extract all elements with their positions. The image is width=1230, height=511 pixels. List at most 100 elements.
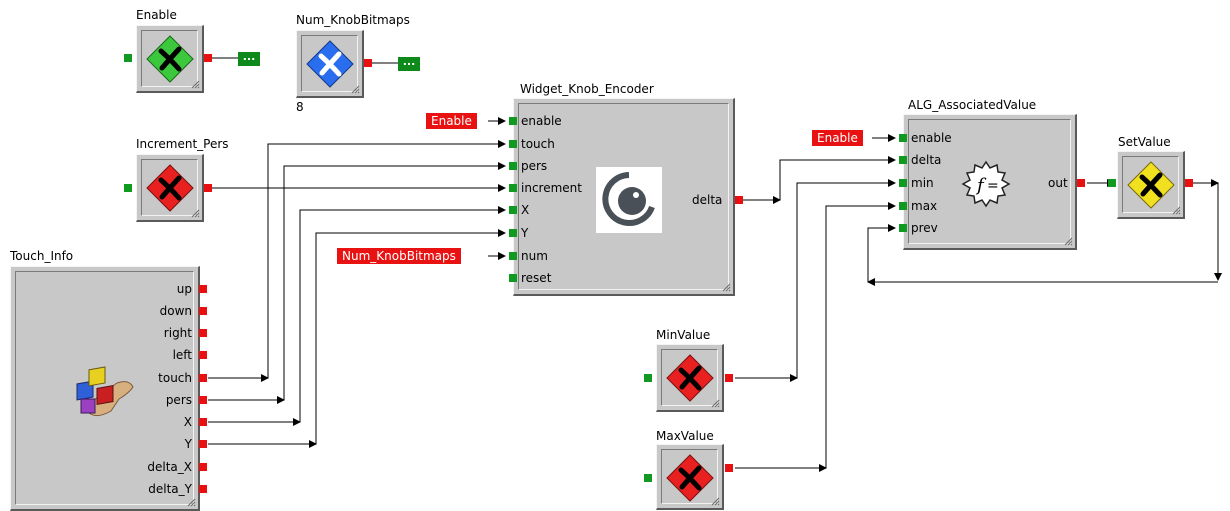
widget-enable-label[interactable]: Enable bbox=[426, 113, 477, 129]
widget-pin-y: Y bbox=[521, 226, 529, 240]
touch-info-pin-y: Y bbox=[184, 437, 192, 451]
widget-pin-delta: delta bbox=[692, 193, 723, 207]
increment-pers-block[interactable] bbox=[136, 154, 204, 222]
touch-info-pin-up: up bbox=[176, 282, 192, 296]
widget-in-y[interactable] bbox=[509, 229, 517, 237]
wire-y bbox=[208, 229, 506, 445]
touch-info-port-delta-y[interactable] bbox=[199, 485, 207, 493]
wire-feedback bbox=[1193, 182, 1222, 281]
touch-info-pin-left: left bbox=[172, 348, 192, 362]
enable-block[interactable] bbox=[136, 25, 204, 93]
widget-in-pers[interactable] bbox=[509, 162, 517, 170]
alg-in-enable[interactable] bbox=[899, 134, 907, 142]
num-knob-terminal[interactable]: ... bbox=[398, 56, 420, 71]
alg-pin-enable: enable bbox=[911, 131, 952, 145]
touch-info-pin-down: down bbox=[159, 304, 192, 318]
wire-x bbox=[208, 206, 506, 423]
widget-pin-enable: enable bbox=[521, 114, 562, 128]
widget-pin-increment: increment bbox=[521, 181, 582, 195]
alg-enable-label[interactable]: Enable bbox=[812, 130, 863, 146]
alg-in-delta[interactable] bbox=[899, 156, 907, 164]
widget-in-reset[interactable] bbox=[509, 274, 517, 282]
x-diamond-blue-icon bbox=[306, 40, 354, 88]
widget-in-enable[interactable] bbox=[509, 117, 517, 125]
touch-info-port-delta-x[interactable] bbox=[199, 463, 207, 471]
wire-min bbox=[735, 179, 896, 379]
maxvalue-title: MaxValue bbox=[656, 429, 714, 443]
num-knob-value: 8 bbox=[296, 100, 304, 114]
touch-info-port-up[interactable] bbox=[199, 285, 207, 293]
widget-title: Widget_Knob_Encoder bbox=[520, 82, 654, 96]
x-diamond-yellow-icon bbox=[1127, 161, 1175, 209]
wire-pers bbox=[208, 162, 506, 401]
alg-pin-max: max bbox=[911, 199, 938, 213]
x-diamond-red-icon bbox=[146, 164, 194, 212]
touch-info-port-x[interactable] bbox=[199, 418, 207, 426]
touch-info-port-y[interactable] bbox=[199, 440, 207, 448]
touch-info-port-left[interactable] bbox=[199, 351, 207, 359]
function-gear-icon: f = bbox=[961, 160, 1011, 208]
x-diamond-red-icon bbox=[666, 354, 714, 402]
widget-in-x[interactable] bbox=[509, 206, 517, 214]
widget-pin-x: X bbox=[521, 203, 530, 217]
widget-pin-pers: pers bbox=[521, 159, 548, 173]
wire-delta bbox=[743, 156, 896, 201]
widget-out-delta[interactable] bbox=[735, 196, 743, 204]
wire-max bbox=[735, 202, 896, 469]
alg-pin-prev: prev bbox=[911, 221, 938, 235]
touch-info-port-right[interactable] bbox=[199, 329, 207, 337]
alg-out-port[interactable] bbox=[1077, 179, 1085, 187]
maxvalue-in-port[interactable] bbox=[644, 474, 652, 482]
maxvalue-out-port[interactable] bbox=[725, 464, 733, 472]
widget-block[interactable] bbox=[513, 98, 735, 296]
minvalue-block[interactable] bbox=[656, 344, 724, 412]
enable-block-title: Enable bbox=[136, 8, 177, 22]
touch-info-pin-delta-x: delta_X bbox=[147, 460, 192, 474]
alg-in-prev[interactable] bbox=[899, 224, 907, 232]
touch-info-pin-delta-y: delta_Y bbox=[148, 482, 192, 496]
alg-pin-delta: delta bbox=[911, 153, 942, 167]
knob-icon bbox=[596, 167, 662, 233]
widget-num-label[interactable]: Num_KnobBitmaps bbox=[337, 248, 461, 264]
num-knob-out-port[interactable] bbox=[364, 59, 372, 67]
touch-info-pin-pers: pers bbox=[165, 393, 192, 407]
alg-title: ALG_AssociatedValue bbox=[908, 98, 1037, 112]
maxvalue-block[interactable] bbox=[656, 444, 724, 510]
widget-pin-num: num bbox=[521, 249, 548, 263]
widget-in-increment[interactable] bbox=[509, 184, 517, 192]
setvalue-in-port[interactable] bbox=[1108, 179, 1116, 187]
num-knob-block[interactable] bbox=[296, 30, 364, 98]
setvalue-out-port[interactable] bbox=[1185, 179, 1193, 187]
touch-info-port-down[interactable] bbox=[199, 307, 207, 315]
alg-block[interactable]: f = bbox=[903, 114, 1077, 250]
num-knob-block-title: Num_KnobBitmaps bbox=[296, 13, 410, 27]
minvalue-in-port[interactable] bbox=[644, 374, 652, 382]
touch-info-title: Touch_Info bbox=[10, 249, 74, 263]
increment-pers-title: Increment_Pers bbox=[136, 137, 229, 151]
enable-terminal[interactable]: ... bbox=[238, 51, 260, 66]
setvalue-title: SetValue bbox=[1118, 135, 1171, 149]
touch-info-block[interactable] bbox=[10, 266, 200, 511]
widget-pin-reset: reset bbox=[521, 271, 552, 285]
increment-pers-out-port[interactable] bbox=[204, 184, 212, 192]
touch-info-port-touch[interactable] bbox=[199, 374, 207, 382]
increment-pers-in-port[interactable] bbox=[124, 184, 132, 192]
alg-pin-out: out bbox=[1048, 176, 1068, 190]
minvalue-title: MinValue bbox=[656, 328, 711, 342]
x-diamond-green-icon bbox=[146, 35, 194, 83]
touch-blocks-icon bbox=[76, 366, 134, 417]
setvalue-block[interactable] bbox=[1117, 151, 1185, 219]
alg-pin-min: min bbox=[911, 176, 934, 190]
widget-in-touch[interactable] bbox=[509, 140, 517, 148]
touch-info-pin-right: right bbox=[163, 326, 192, 340]
alg-in-min[interactable] bbox=[899, 179, 907, 187]
widget-in-num[interactable] bbox=[509, 252, 517, 260]
touch-info-port-pers[interactable] bbox=[199, 396, 207, 404]
widget-pin-touch: touch bbox=[521, 137, 555, 151]
x-diamond-red-icon bbox=[666, 454, 714, 502]
minvalue-out-port[interactable] bbox=[725, 374, 733, 382]
enable-in-port[interactable] bbox=[124, 54, 132, 62]
enable-out-port[interactable] bbox=[204, 54, 212, 62]
alg-in-max[interactable] bbox=[899, 202, 907, 210]
